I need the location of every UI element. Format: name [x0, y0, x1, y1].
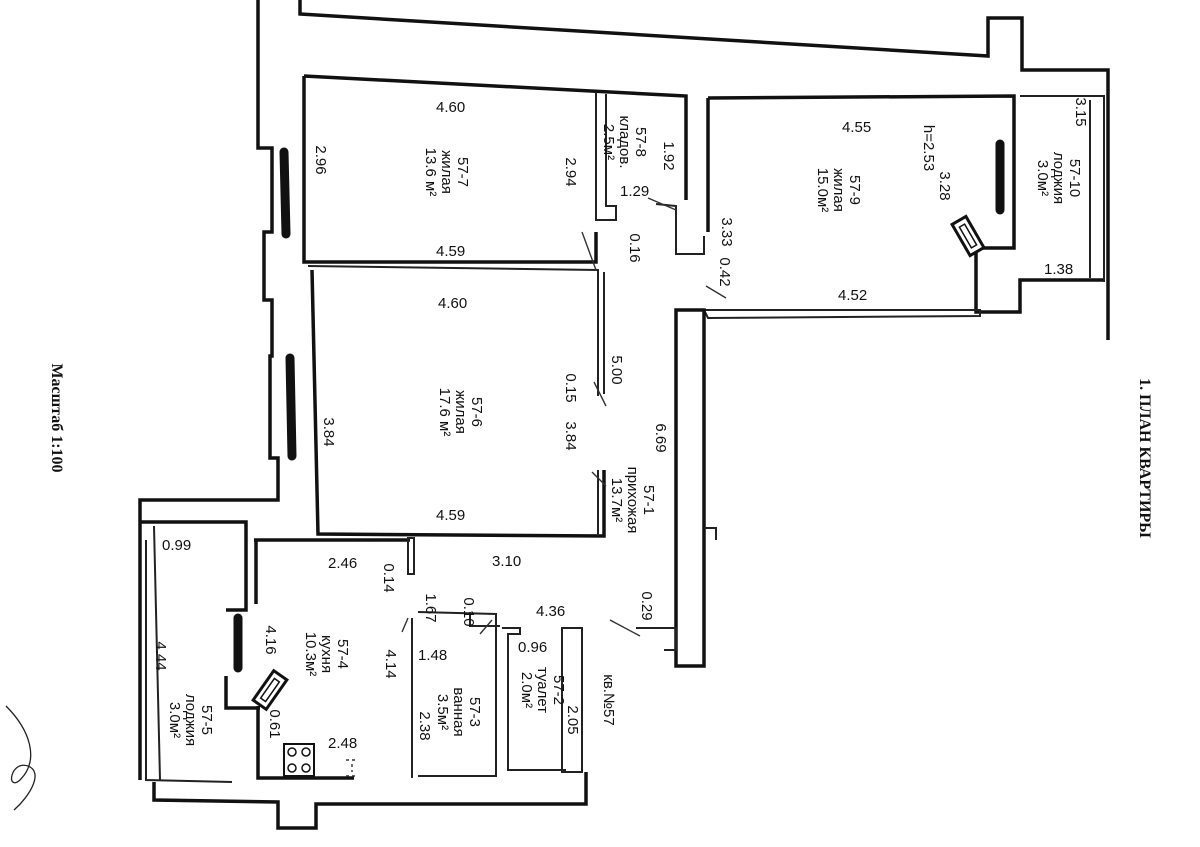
stove-icon: [283, 743, 315, 777]
dimension-label: 5.00: [608, 355, 625, 384]
ceiling-height: h=2.53: [920, 125, 937, 171]
room-id: 57-8: [632, 127, 649, 157]
room-57-1-label: 57-1 прихожая 13.7м²: [608, 467, 657, 534]
room-id: 57-4: [334, 639, 351, 669]
dimension-label: 0.42: [716, 257, 733, 286]
room-id: 57-7: [454, 157, 471, 187]
dimension-label: 0.61: [266, 709, 283, 738]
apartment-number: кв.№57: [600, 674, 617, 725]
dimension-label: 3.33: [718, 217, 735, 246]
room-name: прихожая: [624, 467, 641, 534]
dimension-label: 3.28: [936, 171, 953, 200]
dimension-label: 3.84: [562, 421, 579, 450]
dimension-label: 0.15: [562, 373, 579, 402]
dimension-label: 1.92: [660, 141, 677, 170]
room-area: 3.0м²: [166, 702, 183, 738]
room-57-6-label: 57-6 жилая 17.6 м²: [436, 388, 485, 437]
room-name: жилая: [830, 168, 847, 212]
dimension-label: 0.96: [518, 639, 547, 656]
room-id: 57-3: [466, 697, 483, 727]
room-id: 57-1: [640, 485, 657, 515]
room-name: ванная: [450, 687, 467, 736]
plan-scale: Масштаб 1:100: [48, 363, 65, 472]
room-name: жилая: [438, 150, 455, 194]
room-id: 57-6: [468, 397, 485, 427]
dimension-label: 2.38: [416, 711, 433, 740]
dimension-label: 2.96: [312, 145, 329, 174]
room-57-4-label: 57-4 кухня 10.3м²: [302, 632, 351, 677]
dimension-label: 4.60: [438, 295, 467, 312]
room-id: 57-5: [198, 705, 215, 735]
signature-icon: [5, 705, 36, 811]
room-57-2-label: 57-2 туалет 2.0м²: [518, 667, 567, 713]
dimensions-vertical: 2.96 2.94 1.92 0.16 3.33 3.28 h=2.53 3.1…: [152, 97, 1089, 740]
doors: [401, 197, 727, 637]
dimension-label: 3.10: [492, 553, 521, 570]
dimension-label: 0.14: [380, 563, 397, 592]
room-name: кухня: [318, 635, 335, 673]
dimension-label: 0.99: [162, 537, 191, 554]
dimensions-horizontal: 4.60 4.59 1.29 4.55 1.38 4.52 4.60 4.59 …: [162, 99, 1073, 752]
window-room-57-6: [285, 353, 297, 461]
dimension-label: 4.36: [536, 603, 565, 620]
windows: [233, 139, 1005, 673]
room-labels: 57-7 жилая 13.6 м² 57-8 кладов. 2.5м² 57…: [166, 115, 1083, 746]
room-57-7-label: 57-7 жилая 13.6 м²: [422, 148, 471, 197]
dimension-label: 1.29: [620, 183, 649, 200]
room-area: 2.5м²: [600, 124, 617, 160]
dimension-label: 2.46: [328, 555, 357, 572]
dimension-label: 4.16: [262, 625, 279, 654]
room-area: 13.6 м²: [422, 148, 439, 197]
dimension-label: 4.52: [838, 287, 867, 304]
room-area: 3.5м²: [434, 694, 451, 730]
dimension-label: 4.14: [382, 649, 399, 678]
room-name: кладов.: [616, 115, 633, 168]
dimension-label: 4.59: [436, 507, 465, 524]
room-57-5-label: 57-5 лоджия 3.0м²: [166, 694, 215, 746]
room-area: 13.7м²: [608, 478, 625, 523]
room-area: 15.0м²: [814, 168, 831, 213]
dimension-label: 4.44: [152, 641, 169, 670]
room-name: туалет: [534, 667, 551, 713]
dimension-label: 1.48: [418, 647, 447, 664]
dimension-label: 1.67: [422, 593, 439, 622]
room-area: 17.6 м²: [436, 388, 453, 437]
dimension-label: 1.38: [1044, 261, 1073, 278]
room-area: 10.3м²: [302, 632, 319, 677]
room-id: 57-9: [846, 175, 863, 205]
sink-icon: [346, 759, 358, 777]
plan-title: 1. ПЛАН КВАРТИРЫ: [1136, 378, 1153, 538]
room-57-3-label: 57-3 ванная 3.5м²: [434, 687, 483, 736]
dimension-label: 2.94: [562, 157, 579, 186]
room-name: жилая: [452, 390, 469, 434]
dimension-label: 6.69: [652, 423, 669, 452]
room-name: лоджия: [182, 694, 199, 746]
dimension-label: 4.59: [436, 243, 465, 260]
dimension-label: 0.29: [638, 591, 655, 620]
dimension-label: 4.55: [842, 119, 871, 136]
room-id: 57-2: [550, 675, 567, 705]
dimension-label: 4.60: [436, 99, 465, 116]
walls: [138, 0, 1110, 830]
room-57-9-label: 57-9 жилая 15.0м²: [814, 168, 863, 213]
room-name: лоджия: [1050, 152, 1067, 204]
room-57-10-label: 57-10 лоджия 3.0м²: [1034, 152, 1083, 204]
room-area: 3.0м²: [1034, 160, 1051, 196]
radiator-icon: [251, 668, 289, 712]
radiator-icon: [950, 214, 986, 258]
room-id: 57-10: [1066, 159, 1083, 197]
dimension-label: 3.84: [320, 417, 337, 446]
dimension-label: 2.48: [328, 735, 357, 752]
fixtures: [251, 214, 986, 777]
dimension-label: 0.16: [626, 233, 643, 262]
dimension-label: 3.15: [1072, 97, 1089, 126]
room-area: 2.0м²: [518, 672, 535, 708]
room-57-8-label: 57-8 кладов. 2.5м²: [600, 115, 649, 168]
dimension-label: 2.05: [564, 705, 581, 734]
dimension-label: 0.10: [460, 597, 477, 626]
window-room-57-7: [279, 147, 291, 239]
